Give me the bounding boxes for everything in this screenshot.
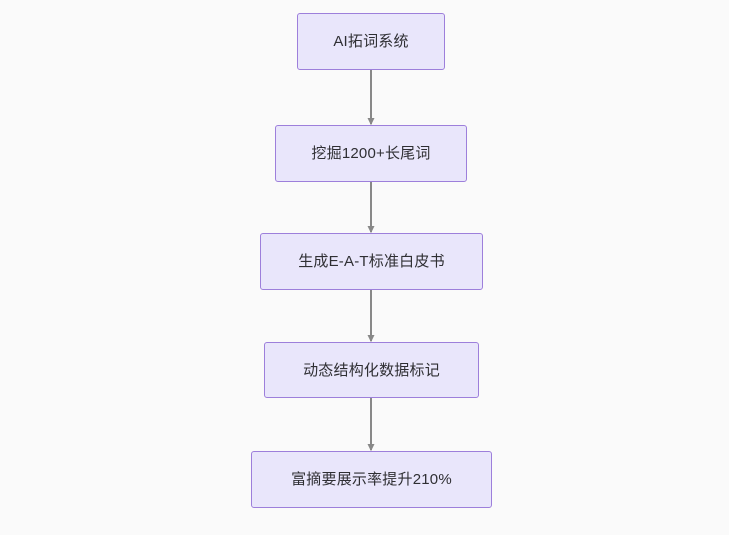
- flow-node-dynamic-structured-data-markup[interactable]: 动态结构化数据标记: [264, 342, 479, 398]
- flow-node-mine-longtail-keywords[interactable]: 挖掘1200+长尾词: [275, 125, 467, 182]
- flow-node-label: 富摘要展示率提升210%: [291, 471, 452, 488]
- flow-node-label: 挖掘1200+长尾词: [311, 145, 431, 162]
- flow-node-ai-keyword-system[interactable]: AI拓词系统: [297, 13, 445, 70]
- flow-node-rich-snippet-rate-increase[interactable]: 富摘要展示率提升210%: [251, 451, 492, 508]
- flow-node-label: 动态结构化数据标记: [303, 361, 440, 379]
- flow-node-label: 生成E-A-T标准白皮书: [298, 253, 445, 270]
- flow-node-generate-eat-whitepaper[interactable]: 生成E-A-T标准白皮书: [260, 233, 483, 290]
- flow-node-label: AI拓词系统: [333, 33, 409, 50]
